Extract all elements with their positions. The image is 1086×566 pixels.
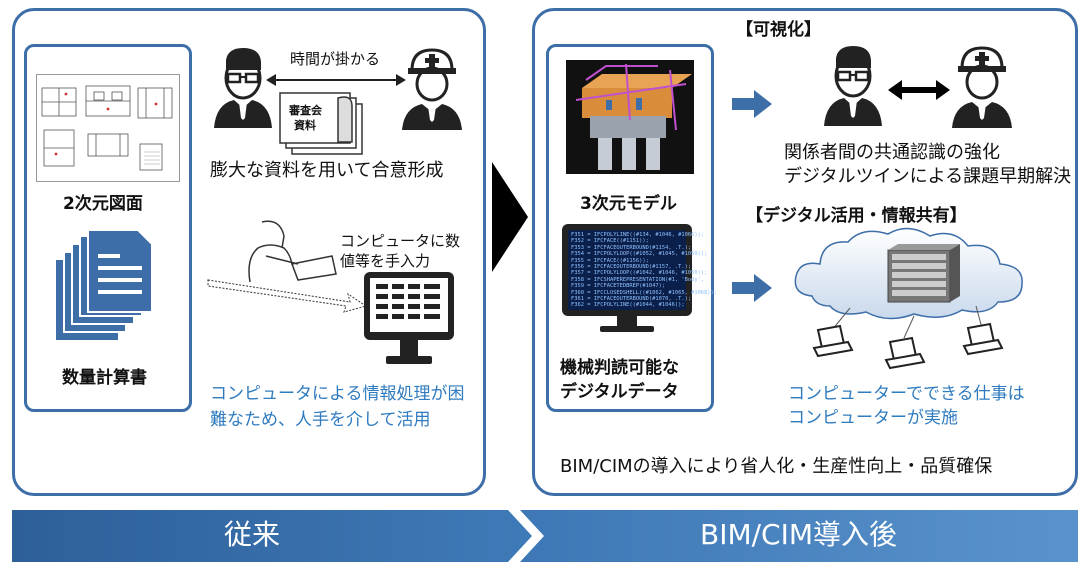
code-line: F353 = IFCFACEOUTERBOUND(#1154, .T.); (571, 244, 692, 251)
summary-text: BIM/CIMの導入により省人化・生産性向上・品質確保 (560, 456, 993, 477)
visual-line-1: 関係者間の共通認識の強化 (784, 142, 1000, 163)
consensus-text: 膨大な資料を用いて合意形成 (210, 160, 444, 181)
helmet-worker-icon-right (952, 46, 1012, 128)
2d-drawing-image (36, 74, 180, 182)
code-line: F351 = IFCPOLYLINE((#134, #1046, #1066))… (571, 232, 705, 238)
engineer-person-icon (214, 48, 272, 128)
person-laptop-icon (248, 220, 337, 283)
code-monitor-stand (617, 316, 637, 326)
visual-heading: 【可視化】 (736, 20, 821, 40)
digital-label-2: デジタルデータ (560, 382, 679, 402)
code-screen: F351 = IFCPOLYLINE((#134, #1046, #1066))… (568, 230, 718, 311)
code-line: F357 = IFCPOLYLOOP((#1042, #1046, #1050)… (571, 270, 708, 277)
to-sharing-arrow-icon (732, 274, 772, 302)
input-arrow-icon (207, 279, 368, 313)
model-label: 3次元モデル (580, 194, 677, 214)
3d-model-image (566, 60, 694, 174)
calc-label: 数量計算書 (62, 368, 147, 388)
code-line: F360 = IFCCLOSEDSHELL((#1062, #1065, #10… (571, 289, 718, 296)
manual-input-label-2: 値等を手入力 (340, 252, 431, 270)
time-label: 時間が掛かる (290, 50, 381, 68)
visual-line-2: デジタルツインによる課題早期解決 (784, 166, 1072, 187)
code-line: F358 = IFCSHAPEREPRESENTATION(#1, 'Body'… (571, 276, 705, 283)
code-line: F359 = IFCFACETEDBREP(#1047); (571, 283, 666, 290)
footer-banner (12, 510, 1078, 562)
share-heading: 【デジタル活用・情報共有】 (746, 206, 967, 226)
code-line: F355 = IFCFACE((#1156)); (571, 257, 649, 264)
code-line: F354 = IFCPOLYLOOP((#1052, #1045, #1059)… (571, 251, 708, 258)
share-line-1: コンピューターでできる仕事は (788, 384, 1025, 404)
code-monitor-base (600, 326, 654, 332)
review-doc-label-1: 審査会 (289, 104, 322, 117)
digital-label-1: 機械判読可能な (560, 358, 679, 378)
review-doc-label-2: 資料 (294, 119, 316, 132)
transition-arrow-icon (492, 162, 528, 272)
code-lines: F351 = IFCPOLYLINE((#134, #1046, #1066))… (568, 230, 718, 311)
code-line: F356 = IFCFACEOUTERBOUND(#1157, .T.); (571, 264, 692, 271)
code-line: F361 = IFCFACEOUTERBOUND(#1070, .T.); (571, 296, 692, 303)
cloud-network-image (794, 227, 1023, 370)
share-line-2: コンピューターが実施 (788, 408, 958, 428)
after-label: BIM/CIM導入後 (700, 518, 898, 551)
monitor-icon (364, 272, 454, 364)
code-line: F362 = IFCPOLYLINE((#1044, #1046)); (571, 302, 685, 309)
drawings-label: 2次元図面 (63, 194, 143, 214)
engineer-person-icon-right (824, 46, 882, 126)
helmet-worker-icon (402, 48, 462, 130)
before-label: 従来 (224, 518, 281, 551)
manual-input-label-1: コンピュータに数 (340, 232, 461, 250)
bold-double-arrow-icon (888, 80, 950, 100)
note-line-1: コンピュータによる情報処理が困 (210, 384, 465, 404)
review-document-icon (279, 92, 363, 155)
documents-stack-icon (56, 229, 153, 340)
code-line: F352 = IFCFACE((#1151)); (571, 238, 649, 245)
note-line-2: 難なため、人手を介して活用 (210, 410, 431, 430)
double-arrow-icon (266, 74, 406, 86)
to-visualization-arrow-icon (732, 90, 772, 118)
